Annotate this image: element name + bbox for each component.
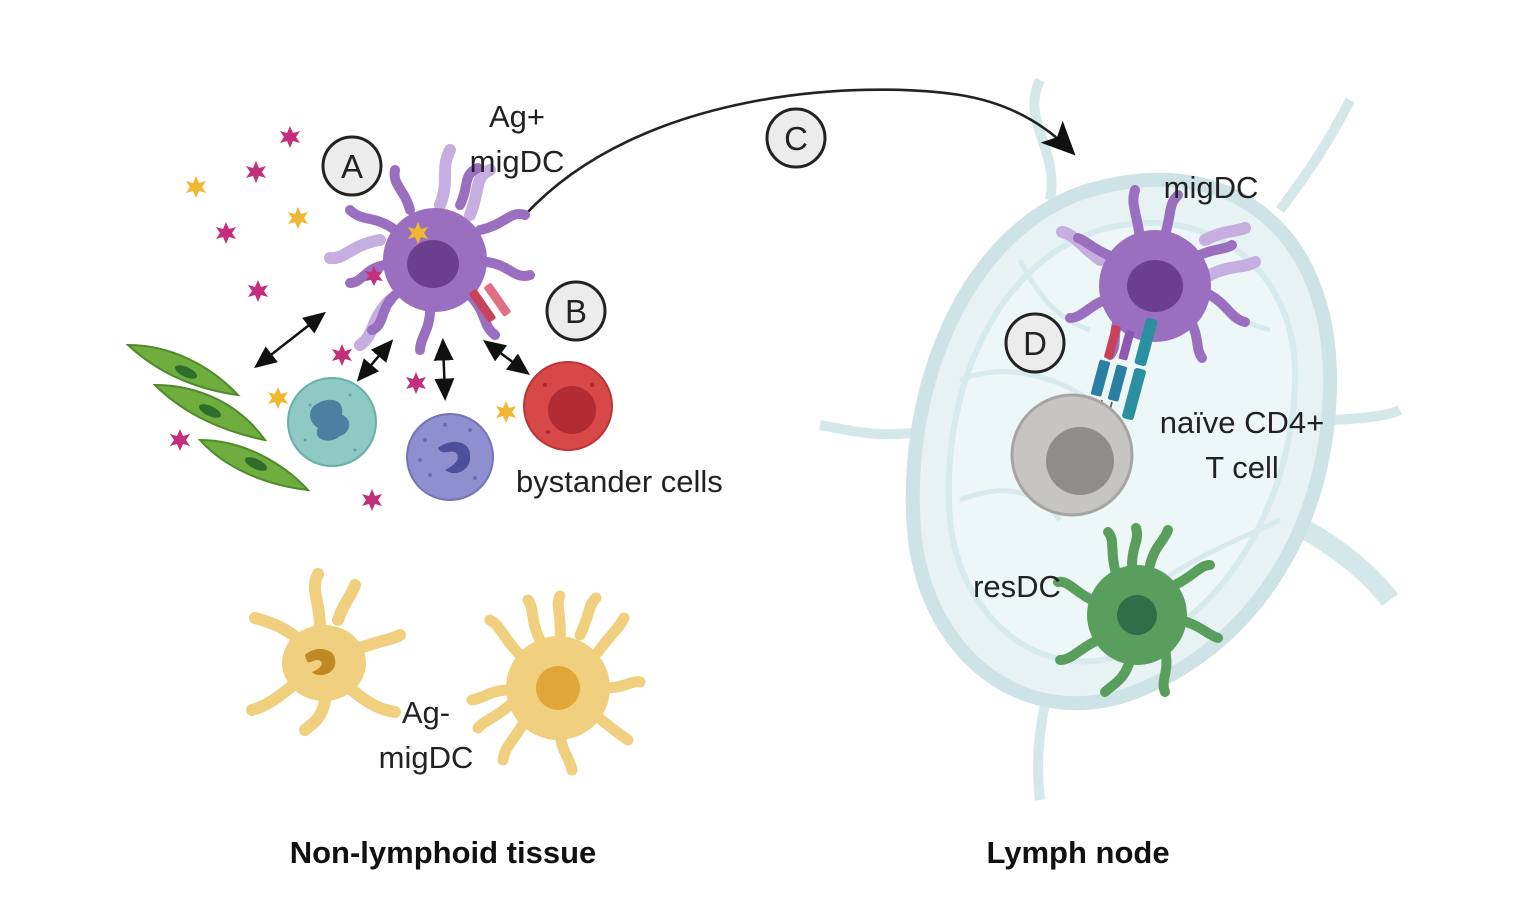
svg-text:D: D — [1023, 325, 1047, 362]
naive-t-cell-label-line1: naïve CD4+ — [1160, 405, 1325, 440]
neutrophil-icon — [406, 413, 494, 501]
naive-t-cell-label-line2: T cell — [1205, 450, 1279, 485]
marker-a: A — [321, 135, 383, 197]
bystander-cells-label: bystander cells — [516, 464, 723, 499]
ag-negative-migdc-label-line1: Ag- — [402, 695, 450, 730]
receptor-icon — [469, 283, 511, 323]
migratory-dendritic-cell-icon — [246, 568, 646, 776]
svg-text:A: A — [341, 148, 363, 185]
svg-text:B: B — [565, 293, 587, 330]
non-lymphoid-tissue-label: Non-lymphoid tissue — [290, 835, 597, 870]
ag-positive-migdc-label-line2: migDC — [470, 144, 565, 179]
ag-negative-migdc-label-line2: migDC — [379, 740, 474, 775]
marker-d: D — [1004, 312, 1066, 374]
migratory-dendritic-cell-icon — [324, 144, 535, 355]
interaction-arrow-icon — [254, 311, 531, 401]
red-cell-icon — [523, 361, 613, 451]
marker-c: C — [765, 107, 827, 169]
antigen-icon — [170, 126, 426, 511]
resdc-label: resDC — [973, 569, 1061, 604]
svg-text:C: C — [784, 120, 808, 157]
antigen-icon — [186, 176, 516, 423]
t-cell-icon — [1010, 393, 1134, 517]
marker-b: B — [545, 280, 607, 342]
receptor-icon — [1077, 317, 1158, 420]
fibroblast-icon — [125, 343, 311, 492]
migratory-dendritic-cell-icon — [1056, 185, 1261, 363]
lymph-node-migdc-label: migDC — [1164, 170, 1259, 205]
macrophage-icon — [287, 377, 377, 467]
migration-arrow-icon — [524, 88, 1076, 216]
resident-dendritic-cell-icon — [1053, 523, 1223, 697]
ag-positive-migdc-label-line1: Ag+ — [489, 99, 545, 134]
lymph-node-label: Lymph node — [986, 835, 1169, 870]
